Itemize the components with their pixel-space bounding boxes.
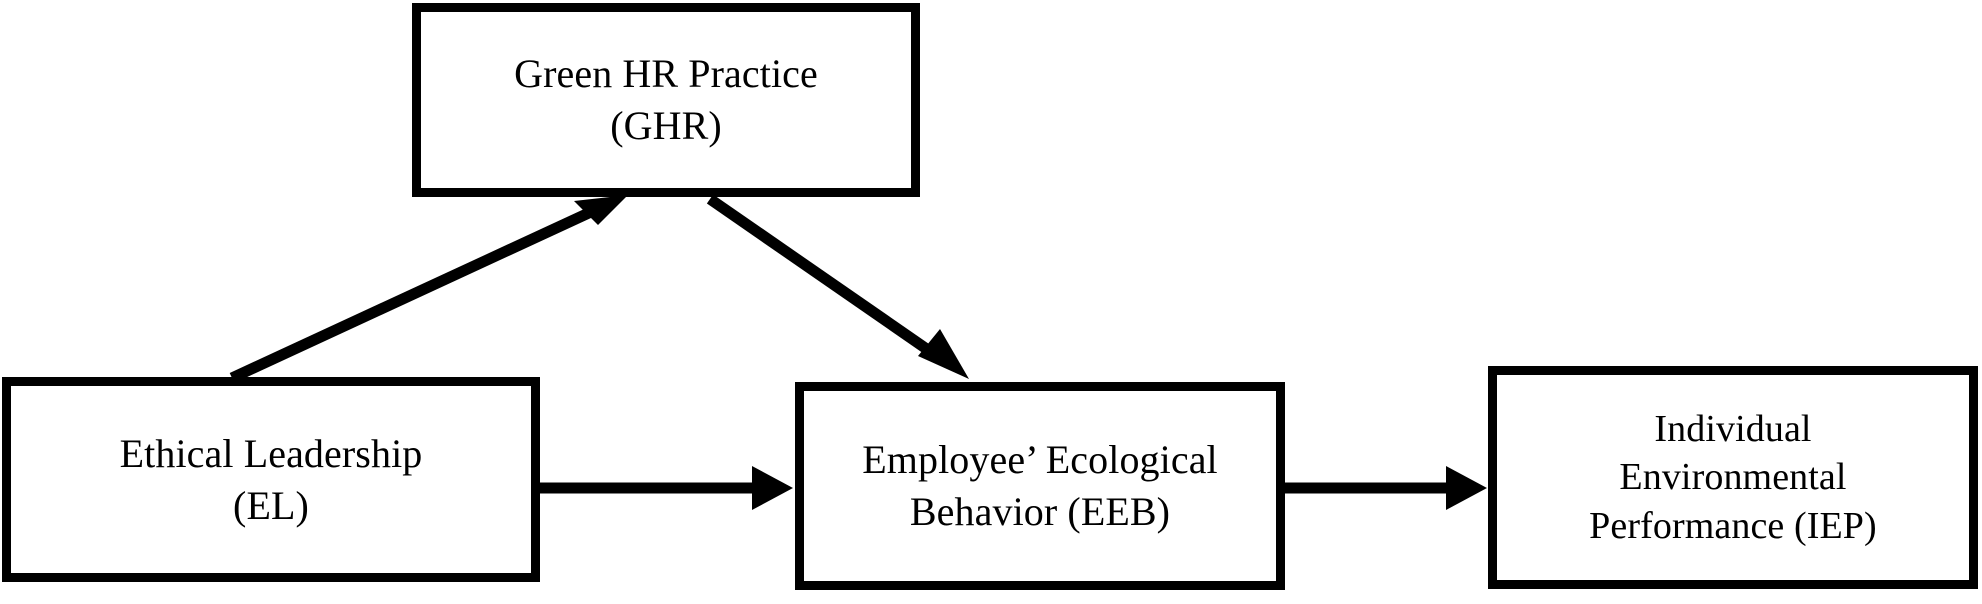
node-employee-ecological-behavior[interactable]: Employee’ Ecological Behavior (EEB) (795, 382, 1285, 590)
node-label-el: Ethical Leadership (EL) (119, 430, 423, 528)
arrow-ghr-to-eeb (706, 194, 969, 379)
node-green-hr-practice[interactable]: Green HR Practice (GHR) (412, 3, 920, 197)
node-individual-environmental-performance[interactable]: Individual Environmental Performance (IE… (1488, 366, 1978, 589)
node-label-ghr: Green HR Practice (GHR) (514, 51, 818, 148)
arrow-eeb-to-iep (1283, 466, 1487, 510)
node-label-eeb: Employee’ Ecological Behavior (EEB) (862, 437, 1218, 534)
node-label-iep: Individual Environmental Performance (IE… (1589, 407, 1877, 547)
arrow-el-to-ghr (229, 195, 628, 383)
node-ethical-leadership[interactable]: Ethical Leadership (EL) (2, 377, 540, 582)
arrow-el-to-eeb (538, 466, 793, 510)
